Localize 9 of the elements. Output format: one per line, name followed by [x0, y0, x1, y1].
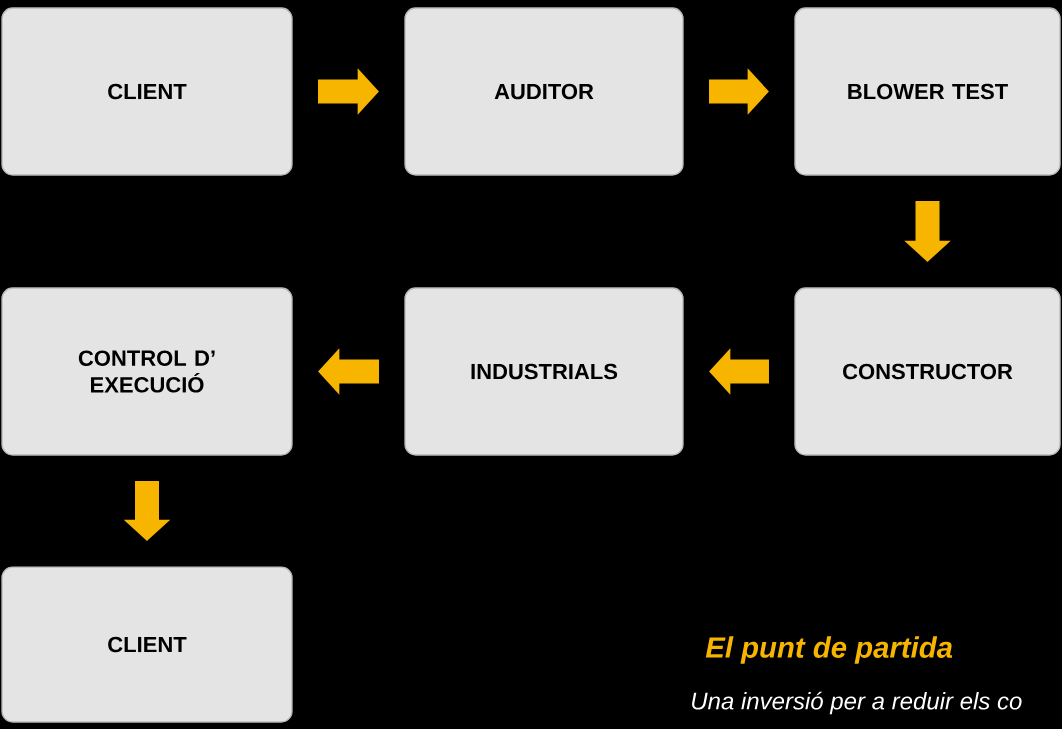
process-box: CLIENT: [1, 566, 293, 723]
process-box: INDUSTRIALS: [404, 287, 684, 456]
process-box: CONSTRUCTOR: [794, 287, 1061, 456]
heading-text: El punt de partida: [705, 636, 953, 664]
body-text: Una inversió per a reduir els co: [692, 691, 1022, 715]
process-box: AUDITOR: [404, 7, 684, 176]
process-box: CLIENT: [1, 7, 293, 176]
process-box: CONTROL D’ EXECUCIÓ: [1, 287, 293, 456]
process-box: BLOWER TEST: [794, 7, 1061, 176]
